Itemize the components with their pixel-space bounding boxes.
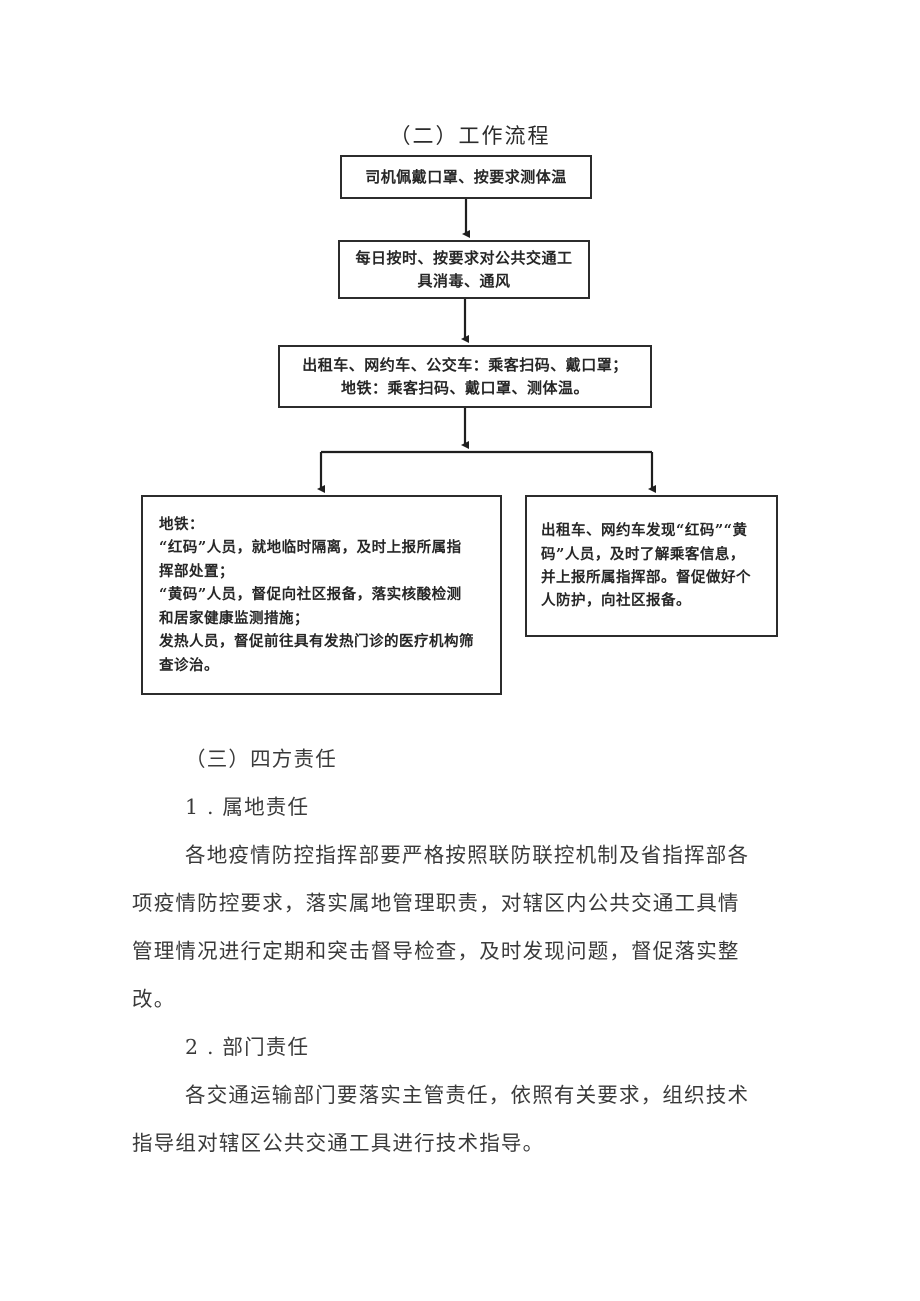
- flow-node-text-line: 发热人员，督促前往具有发热门诊的医疗机构筛: [159, 633, 474, 651]
- subsection-heading-2: 2 . 部门责任: [185, 1035, 310, 1059]
- body-text-region: （三）四方责任 1 . 属地责任 各地疫情防控指挥部要严格按照联防联控机制及省指…: [132, 735, 792, 1167]
- paragraph-department-responsibility: 各交通运输部门要落实主管责任，依照有关要求，组织技术 指导组对辖区公共交通工具进…: [132, 1071, 792, 1167]
- flow-node-text-line: 人防护，向社区报备。: [541, 592, 691, 610]
- section-heading-three: （三）四方责任: [185, 747, 337, 771]
- paragraph-text: 各交通运输部门要落实主管责任，依照有关要求，组织技术: [185, 1083, 750, 1107]
- flow-node-text-line: 挥部处置；: [159, 562, 234, 580]
- paragraph-line: 项疫情防控要求，落实属地管理职责，对辖区内公共交通工具情: [132, 891, 740, 915]
- flow-node-text-line: 具消毒、通风: [417, 271, 511, 290]
- flow-node-text-line: 出租车、网约车、公交车：乘客扫码、戴口罩；: [302, 356, 628, 374]
- paragraph-line: 各地疫情防控指挥部要严格按照联防联控机制及省指挥部各: [132, 831, 792, 879]
- paragraph-text: 各地疫情防控指挥部要严格按照联防联控机制及省指挥部各: [185, 843, 750, 867]
- paragraph-line: 改。: [132, 987, 176, 1011]
- flow-node-text: 出租车、网约车、公交车：乘客扫码、戴口罩； 地铁：乘客扫码、戴口罩、测体温。: [280, 354, 650, 399]
- flow-node-text-line: 码”人员，及时了解乘客信息，: [541, 545, 745, 563]
- flow-node-text: 司机佩戴口罩、按要求测体温: [365, 167, 567, 186]
- flow-node-text-line: 地铁：乘客扫码、戴口罩、测体温。: [340, 378, 589, 397]
- flow-node-text-line: 查诊治。: [159, 656, 219, 674]
- flow-node-text-line: “黄码”人员，督促向社区报备，落实核酸检测: [159, 586, 462, 604]
- flow-node-text-line: 并上报所属指挥部。督促做好个: [541, 569, 751, 586]
- flow-node-subway-handling: 地铁： “红码”人员，就地临时隔离，及时上报所属指 挥部处置； “黄码”人员，督…: [141, 495, 502, 695]
- paragraph-line: 各交通运输部门要落实主管责任，依照有关要求，组织技术: [132, 1071, 792, 1119]
- flowchart-title: （二）工作流程: [389, 124, 551, 148]
- subsection-heading-1: 1 . 属地责任: [185, 795, 310, 819]
- flow-node-text-line: 和居家健康监测措施；: [159, 609, 309, 627]
- flow-node-text-line: 地铁：: [159, 515, 204, 533]
- flow-node-text-line: “红码”人员，就地临时隔离，及时上报所属指: [159, 539, 462, 557]
- flow-node-driver-mask-temperature: 司机佩戴口罩、按要求测体温: [340, 155, 592, 199]
- flow-node-text: 每日按时、按要求对公共交通工 具消毒、通风: [340, 247, 588, 292]
- flow-node-passenger-requirements: 出租车、网约车、公交车：乘客扫码、戴口罩； 地铁：乘客扫码、戴口罩、测体温。: [278, 345, 652, 408]
- flow-node-text-line: 每日按时、按要求对公共交通工: [355, 249, 573, 267]
- flowchart-diagram: （二）工作流程 司机佩戴口罩、按要求测体温: [141, 124, 778, 695]
- paragraph-line: 管理情况进行定期和突击督导检查，及时发现问题，督促落实整: [132, 939, 740, 963]
- flow-node-daily-disinfection: 每日按时、按要求对公共交通工 具消毒、通风: [338, 240, 590, 299]
- flow-node-text: 地铁： “红码”人员，就地临时隔离，及时上报所属指 挥部处置； “黄码”人员，督…: [143, 513, 500, 677]
- paragraph-territorial-responsibility: 各地疫情防控指挥部要严格按照联防联控机制及省指挥部各 项疫情防控要求，落实属地管…: [132, 831, 792, 1023]
- flow-node-text: 出租车、网约车发现“红码”“黄 码”人员，及时了解乘客信息， 并上报所属指挥部。…: [527, 519, 776, 613]
- flow-node-taxi-ridehailing-handling: 出租车、网约车发现“红码”“黄 码”人员，及时了解乘客信息， 并上报所属指挥部。…: [525, 495, 778, 637]
- flow-node-text-line: 出租车、网约车发现“红码”“黄: [541, 522, 748, 540]
- paragraph-line: 指导组对辖区公共交通工具进行技术指导。: [132, 1131, 545, 1155]
